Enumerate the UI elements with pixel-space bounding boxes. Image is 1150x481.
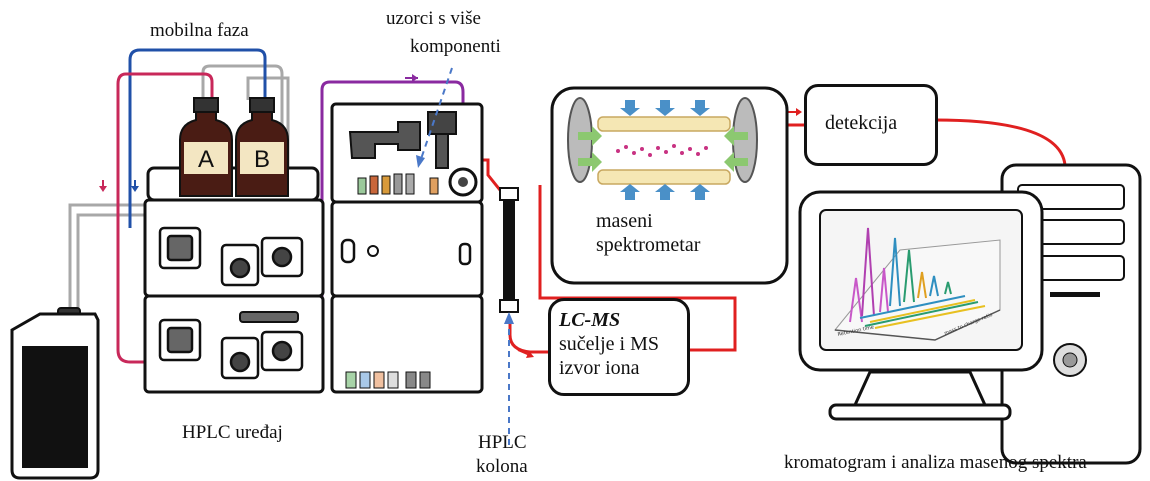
computer-monitor: Retention time mass to charge ratio (798, 190, 1044, 421)
lcms-label-line2: sučelje i MS (559, 333, 659, 355)
samples-label-line2: komponenti (410, 36, 501, 57)
hplc-column-label-line2: kolona (476, 456, 528, 477)
bottle-b-label: B (254, 146, 270, 173)
lcms-box: LC-MS sučelje i MS izvor iona (548, 298, 690, 396)
hplc-unit (143, 166, 325, 394)
lcms-title: LC-MS (559, 309, 621, 331)
hplc-column-label-line1: HPLC (478, 432, 527, 453)
chromatogram-label: kromatogram i analiza masenog spektra (784, 452, 1087, 473)
detection-label: detekcija (825, 112, 898, 134)
solvent-canister (10, 307, 100, 480)
bottle-a-label: A (198, 146, 214, 173)
detection-box: detekcija (804, 84, 938, 166)
autosampler-unit (330, 102, 484, 394)
samples-label-line1: uzorci s više (386, 8, 481, 29)
mobile-phase-label: mobilna faza (150, 20, 249, 41)
hplc-device-label: HPLC uređaj (182, 422, 283, 443)
pump-heads (158, 226, 304, 380)
ms-label-line2: spektrometar (596, 234, 701, 256)
samples-pointer (419, 67, 453, 163)
hplc-column (499, 187, 519, 445)
lcms-label-line3: izvor iona (559, 357, 640, 379)
ion-trap-illustration (567, 97, 758, 200)
solvent-bottles: A B (179, 97, 289, 197)
ms-label-line1: maseni (596, 210, 653, 232)
